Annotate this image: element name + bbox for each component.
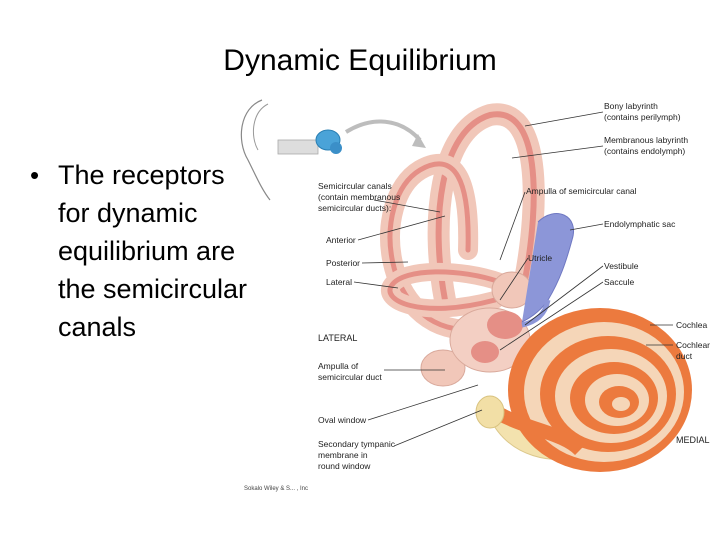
- endolymphatic-sac-image: [521, 213, 574, 328]
- label-membranous-labyrinth: Membranous labyrinth: [604, 135, 688, 145]
- label-secondary-tympanic-sub2: round window: [318, 461, 371, 471]
- label-oval-window: Oval window: [318, 415, 367, 425]
- slide-title: Dynamic Equilibrium: [223, 44, 497, 77]
- label-ampulla-canal: Ampulla of semicircular canal: [526, 186, 637, 196]
- label-cochlear-duct-sub: duct: [676, 351, 693, 361]
- label-secondary-tympanic-sub1: membrane in: [318, 450, 368, 460]
- label-vestibule: Vestibule: [604, 261, 639, 271]
- bullet-line: The receptors: [58, 160, 225, 190]
- semicircular-canals-image: [380, 103, 545, 387]
- label-endolymphatic-sac: Endolymphatic sac: [604, 219, 676, 229]
- bullet-dot-icon: •: [30, 160, 40, 190]
- label-utricle: Utricle: [528, 253, 552, 263]
- label-semicircular-canals-sub1: (contain membranous: [318, 192, 400, 202]
- label-ampulla-duct: Ampulla of: [318, 361, 359, 371]
- bullet-line: canals: [58, 312, 137, 342]
- label-cochlear-duct: Cochlear: [676, 340, 710, 350]
- label-bony-labyrinth: Bony labyrinth: [604, 101, 658, 111]
- label-semicircular-canals: Semicircular canals: [318, 181, 392, 191]
- label-anterior: Anterior: [326, 235, 356, 245]
- label-ampulla-duct-sub: semicircular duct: [318, 372, 382, 382]
- label-bony-labyrinth-sub: (contains perilymph): [604, 112, 681, 122]
- label-saccule: Saccule: [604, 277, 635, 287]
- label-cochlea: Cochlea: [676, 320, 707, 330]
- label-secondary-tympanic: Secondary tympanic: [318, 439, 396, 449]
- label-semicircular-canals-sub2: semicircular ducts):: [318, 203, 391, 213]
- label-membranous-labyrinth-sub: (contains endolymph): [604, 146, 685, 156]
- vestibule-image: [449, 307, 531, 373]
- ear-thumbnail-image: [240, 99, 426, 201]
- leader-lines: [353, 111, 673, 447]
- label-lateral-direction: LATERAL: [318, 333, 357, 343]
- label-lateral: Lateral: [326, 277, 352, 287]
- bullet-line: equilibrium are: [58, 236, 236, 266]
- bullet-text: The receptors for dynamic equilibrium ar…: [58, 156, 288, 346]
- label-posterior: Posterior: [326, 258, 360, 268]
- bullet-line: the semicircular: [58, 274, 248, 304]
- image-credit: Sokalo Wiley & S... , Inc: [244, 486, 308, 492]
- cochlea-image: [475, 308, 692, 472]
- bullet-line: for dynamic: [58, 198, 198, 228]
- label-medial-direction: MEDIAL: [676, 435, 710, 445]
